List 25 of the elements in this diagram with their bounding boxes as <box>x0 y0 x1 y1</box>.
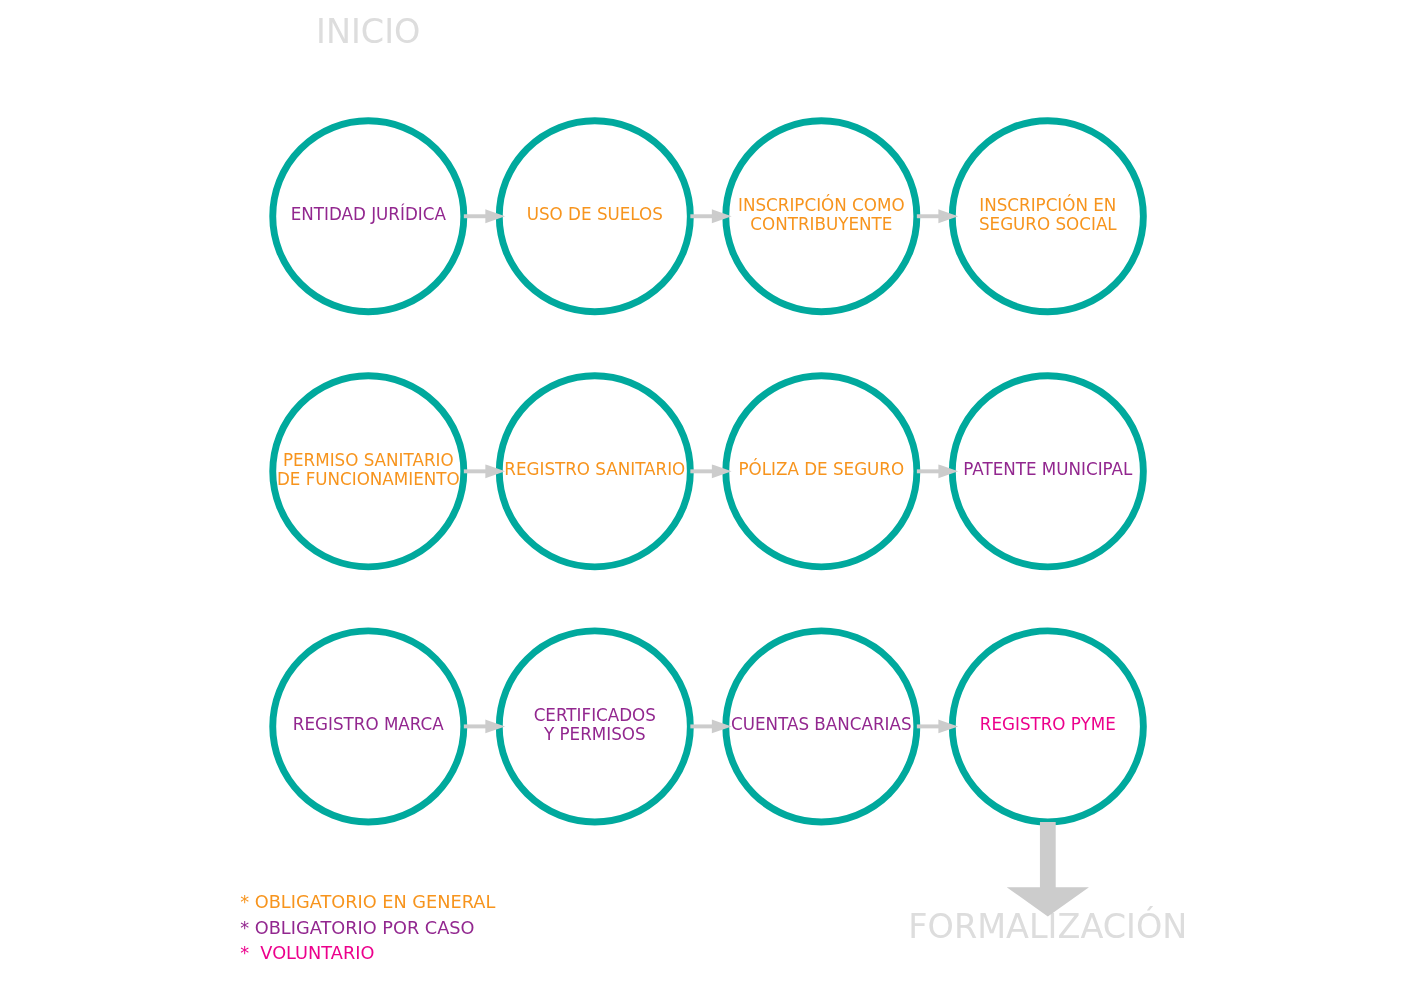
node-circle: ENTIDAD JURÍDICA <box>268 117 467 316</box>
legend-label: * VOLUNTARIO <box>239 943 374 964</box>
node-circle: INSCRIPCIÓN COMO CONTRIBUYENTE <box>721 117 920 316</box>
arrow <box>1006 821 1089 917</box>
node-circle: USO DE SUELOS <box>495 117 694 316</box>
legend-label: * OBLIGATORIO POR CASO <box>239 917 475 938</box>
node-circle: CERTIFICADOS Y PERMISOS <box>495 627 694 826</box>
node-circle: INSCRIPCIÓN EN SEGURO SOCIAL <box>948 117 1147 316</box>
node-circle: REGISTRO MARCA <box>268 627 467 826</box>
arrow <box>689 209 732 224</box>
arrow <box>463 719 505 734</box>
arrow <box>916 464 958 479</box>
legend-label: * OBLIGATORIO EN GENERAL <box>239 892 495 913</box>
arrow <box>463 464 505 479</box>
arrow <box>916 719 958 734</box>
node-circle: PATENTE MUNICIPAL <box>948 372 1147 571</box>
node-circle: CUENTAS BANCARIAS <box>721 627 920 826</box>
arrow <box>689 464 732 479</box>
node-circle: PERMISO SANITARIO DE FUNCIONAMIENTO <box>268 372 467 571</box>
arrow <box>916 209 958 224</box>
arrow <box>689 719 732 734</box>
node-circle: REGISTRO PYME <box>948 627 1147 826</box>
arrow <box>463 209 505 224</box>
node-circle: PÓLIZA DE SEGURO <box>721 372 920 571</box>
node-circle: REGISTRO SANITARIO <box>495 372 694 571</box>
